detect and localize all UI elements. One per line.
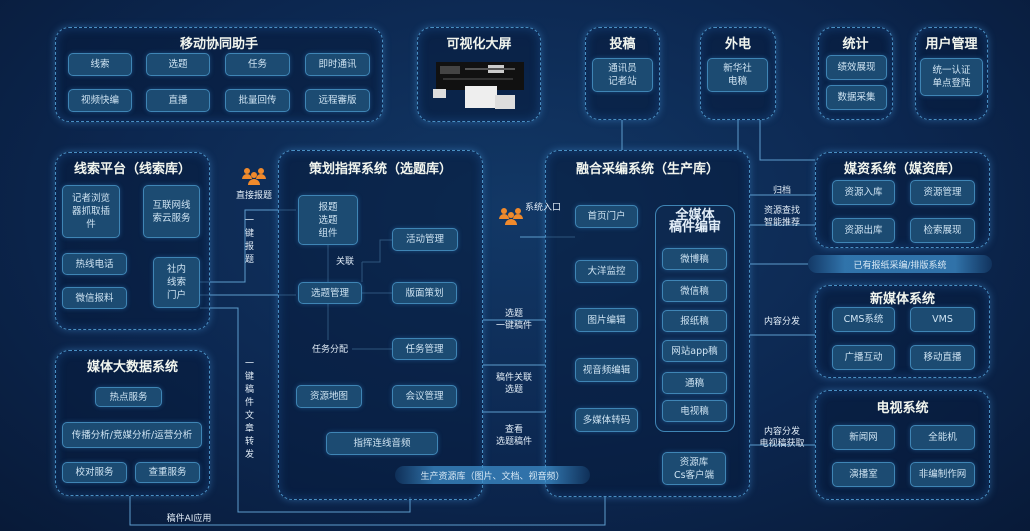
stats-item-data[interactable]: 数据采集	[826, 85, 887, 110]
plan-item-resource-map[interactable]: 资源地图	[296, 385, 362, 408]
plan-item-activity[interactable]: 活动管理	[392, 228, 458, 251]
plan-item-layout[interactable]: 版面策划	[392, 282, 457, 304]
prod-item-av-edit[interactable]: 视音频编辑	[575, 358, 638, 382]
review-item-paper[interactable]: 报纸稿	[662, 310, 727, 332]
stats-item-performance[interactable]: 绩效展现	[826, 55, 887, 80]
visual-screen-image	[433, 60, 527, 112]
mobile-item-live[interactable]: 直播	[146, 89, 210, 112]
bigdata-item-proofread[interactable]: 校对服务	[62, 462, 127, 483]
group-clue-platform-title: 线索平台（线索库）	[73, 162, 192, 177]
clue-item-hotline[interactable]: 热线电话	[62, 253, 127, 275]
bigdata-item-dedupe[interactable]: 查重服务	[135, 462, 200, 483]
mobile-item-video-edit[interactable]: 视频快编	[68, 89, 132, 112]
media-item-ingest[interactable]: 资源入库	[832, 180, 895, 205]
prod-item-portal[interactable]: 首页门户	[575, 205, 638, 228]
plan-item-command-audio[interactable]: 指挥连线音频	[326, 432, 438, 455]
clue-item-cloud[interactable]: 互联网线 索云服务	[143, 185, 200, 238]
group-production-title: 融合采编系统（生产库）	[575, 162, 720, 177]
group-new-media-title: 新媒体系统	[869, 292, 936, 307]
review-item-wechat[interactable]: 微信稿	[662, 280, 727, 302]
label-system-entry: 系统入口	[524, 203, 562, 213]
media-item-search[interactable]: 检索展现	[910, 218, 975, 243]
mobile-item-task[interactable]: 任务	[225, 53, 290, 76]
mobile-item-im[interactable]: 即时通讯	[305, 53, 370, 76]
group-mobile-assistant-title: 移动协同助手	[179, 37, 259, 52]
plan-item-topic-mgmt[interactable]: 选题管理	[298, 282, 362, 304]
clue-item-browser-plugin[interactable]: 记者浏览 器抓取插 件	[62, 185, 120, 238]
review-panel-title: 全媒体 稿件编审	[668, 208, 722, 235]
bigdata-item-analysis[interactable]: 传播分析/竞媒分析/运营分析	[62, 422, 202, 448]
label-archive: 归档	[772, 186, 792, 196]
label-direct-report: 直接报题	[235, 191, 273, 201]
user-item-sso[interactable]: 统一认证 单点登陆	[920, 58, 983, 96]
prod-item-cs-client[interactable]: 资源库 Cs客户端	[662, 452, 726, 485]
mobile-item-clue[interactable]: 线索	[68, 53, 132, 76]
label-one-key-report: 一键报题	[244, 216, 254, 265]
mobile-item-remote-review[interactable]: 远程審版	[305, 89, 370, 112]
label-view-topic-doc: 查看 选题稿件	[495, 425, 533, 447]
tv-item-newsnet[interactable]: 新闻网	[832, 425, 895, 450]
media-item-export[interactable]: 资源出库	[832, 218, 895, 243]
newmedia-item-vms[interactable]: VMS	[910, 307, 975, 332]
submit-item[interactable]: 通讯员 记者站	[592, 58, 653, 92]
review-item-wire[interactable]: 通稿	[662, 372, 727, 394]
group-statistics-title: 统计	[842, 37, 869, 52]
label-content-distribution: 内容分发	[763, 317, 801, 327]
group-media-asset-title: 媒资系统（媒资库）	[843, 162, 962, 177]
clue-item-portal[interactable]: 社内 线索 门户	[153, 257, 200, 308]
label-one-key-forward: 一键稿件文章转发	[244, 359, 254, 460]
label-task-assign: 任务分配	[311, 345, 349, 355]
people-icon	[497, 207, 525, 225]
tv-item-studio[interactable]: 演播室	[832, 462, 895, 487]
newmedia-item-mobile-live[interactable]: 移动直播	[910, 345, 975, 370]
group-visual-screen-title: 可视化大屏	[446, 37, 512, 52]
group-submission-title: 投稿	[609, 37, 636, 52]
media-item-manage[interactable]: 资源管理	[910, 180, 975, 205]
prod-item-image-edit[interactable]: 图片编辑	[575, 308, 638, 332]
group-user-management-title: 用户管理	[925, 37, 978, 52]
existing-paper-system[interactable]: 已有报纸采编/排版系统	[808, 255, 992, 273]
group-planning-command-title: 策划指挥系统（选题库）	[308, 162, 453, 177]
review-item-tv[interactable]: 电视稿	[662, 400, 727, 422]
tv-item-nonlinear[interactable]: 非编制作网	[910, 462, 975, 487]
prod-item-monitor[interactable]: 大洋监控	[575, 260, 638, 283]
label-ai-application: 稿件AI应用	[166, 514, 212, 524]
bigdata-item-hotspot[interactable]: 热点服务	[95, 387, 162, 407]
label-related: 关联	[335, 257, 355, 267]
plan-item-task-mgmt[interactable]: 任务管理	[392, 338, 457, 360]
wire-item[interactable]: 新华社 电稿	[707, 58, 768, 92]
review-item-weibo[interactable]: 微博稿	[662, 248, 727, 270]
label-resource-search: 资源查找 智能推荐	[763, 206, 801, 228]
mobile-item-topic[interactable]: 选题	[146, 53, 210, 76]
label-doc-relate-topic: 稿件关联 选题	[495, 373, 533, 395]
label-distribution-tv: 内容分发 电视稿获取	[759, 427, 805, 449]
newmedia-item-cms[interactable]: CMS系统	[832, 307, 895, 332]
mobile-item-batch-upload[interactable]: 批量回传	[225, 89, 290, 112]
clue-item-wechat[interactable]: 微信报料	[62, 287, 127, 309]
group-wire-title: 外电	[724, 37, 752, 52]
label-topic-to-doc: 选题 一键稿件	[495, 309, 533, 331]
plan-item-topic-component[interactable]: 报题 选题 组件	[298, 195, 358, 245]
plan-item-meeting[interactable]: 会议管理	[392, 385, 457, 408]
group-tv-system-title: 电视系统	[876, 401, 929, 416]
production-resource-library[interactable]: 生产资源库（图片、文档、视音频）	[395, 466, 590, 484]
tv-item-allinone[interactable]: 全能机	[910, 425, 975, 450]
prod-item-transcode[interactable]: 多媒体转码	[575, 408, 638, 432]
group-media-bigdata-title: 媒体大数据系统	[86, 360, 179, 375]
people-icon	[240, 167, 268, 185]
review-item-web-app[interactable]: 网站app稿	[662, 340, 727, 362]
newmedia-item-broadcast[interactable]: 广播互动	[832, 345, 895, 370]
